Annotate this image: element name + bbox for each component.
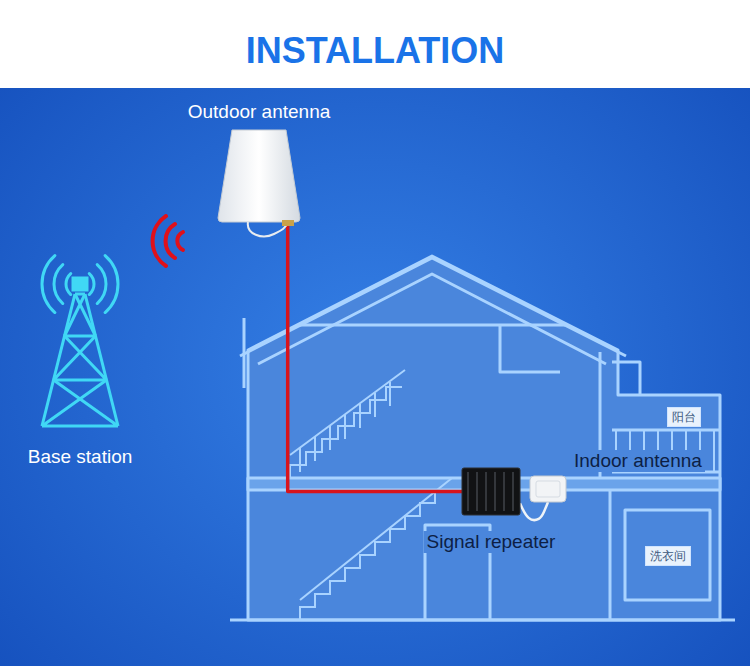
signal-arcs — [153, 216, 183, 266]
n-connector — [282, 220, 294, 226]
antenna-panel — [218, 130, 300, 222]
part-label: Signal repeater — [424, 531, 559, 553]
signal-repeater: Signal repeater — [462, 468, 520, 515]
outdoor-antenna-shape — [218, 130, 300, 222]
upper-rail — [290, 370, 405, 455]
room-sign: 洗衣间 — [645, 546, 691, 566]
outdoor-antenna: Outdoor antenna — [218, 130, 300, 222]
coax-cable — [288, 222, 462, 492]
antenna-face — [536, 481, 560, 497]
page-title: INSTALLATION — [0, 30, 750, 72]
stairs — [290, 370, 714, 620]
ceiling-antenna — [530, 476, 566, 502]
part-label: Indoor antenna — [571, 450, 705, 472]
heat-fins — [468, 472, 513, 511]
house-outline — [230, 256, 735, 620]
part-label: Outdoor antenna — [188, 101, 331, 123]
room-name: 洗衣间 — [650, 549, 686, 563]
pigtail-cable — [248, 222, 288, 236]
part-label: Base station — [28, 446, 133, 468]
base-station: Base station — [30, 258, 130, 428]
room-sign: 阳台 — [667, 407, 701, 427]
balusters — [300, 382, 390, 472]
jumper-cable — [520, 502, 548, 520]
tower-lattice — [42, 278, 118, 426]
radio-waves — [42, 256, 118, 313]
indoor-antenna: Indoor antenna — [530, 476, 566, 502]
indoor-antenna-shape — [530, 476, 566, 502]
room-name: 阳台 — [672, 410, 696, 424]
base-station-shape — [30, 258, 130, 428]
header-band — [0, 0, 750, 88]
repeater-box — [462, 468, 520, 515]
signal-repeater-shape — [462, 468, 520, 515]
lower-stairs — [300, 490, 450, 620]
